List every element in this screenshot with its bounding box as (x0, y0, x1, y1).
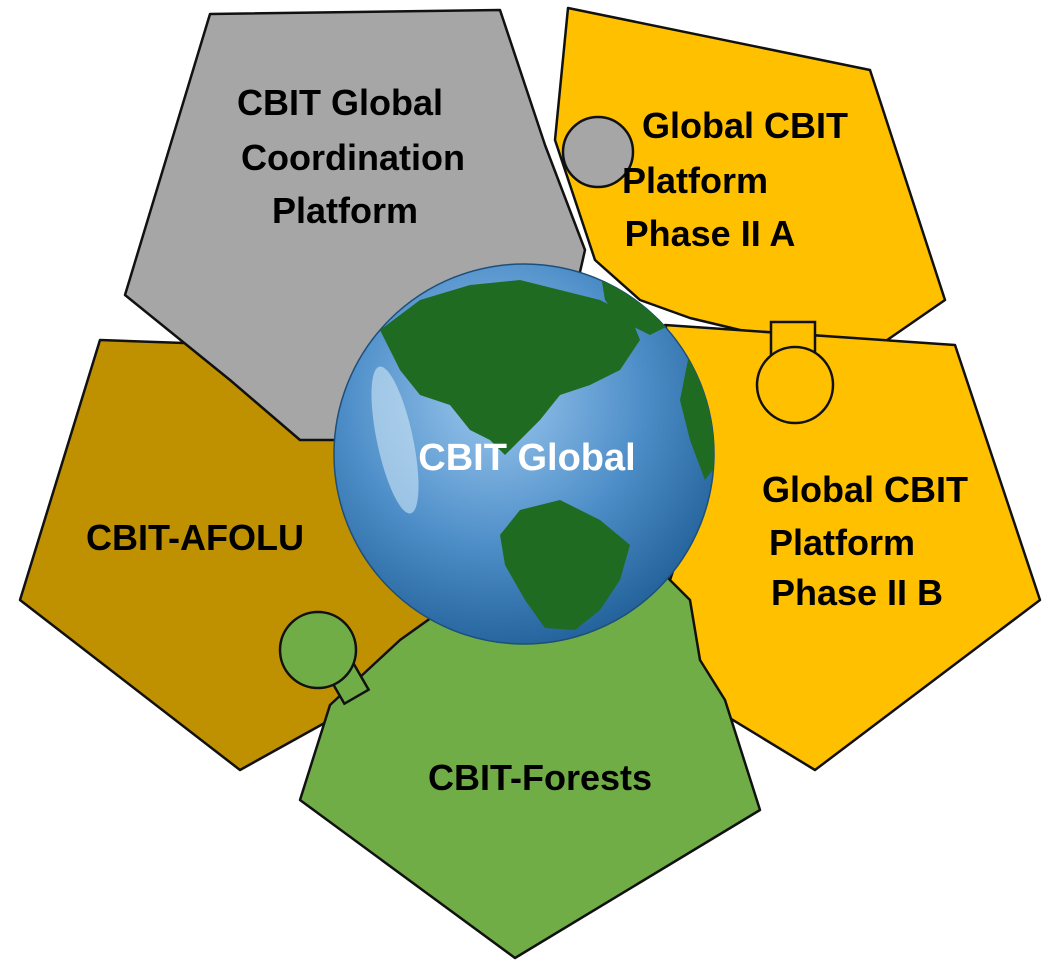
south-america-shape (500, 500, 630, 630)
piece-phase-2b-notch-knob (755, 345, 835, 425)
piece-phase-2a[interactable]: Global CBIT Platform Phase II A (553, 6, 947, 347)
north-america-shape (380, 280, 640, 455)
piece-forests[interactable]: CBIT-Forests (278, 558, 762, 960)
globe-highlight (371, 366, 419, 514)
piece-phase-2a-connector-knob (561, 115, 635, 189)
piece-phase-2a-label: Global CBIT Platform Phase II A (622, 105, 858, 254)
globe-label: CBIT Global (418, 437, 635, 479)
piece-coordination-label: CBIT Global Coordination Platform (237, 82, 475, 231)
piece-phase-2b-label: Global CBIT Platform Phase II B (762, 469, 978, 613)
piece-forests-label: CBIT-Forests (428, 757, 652, 798)
piece-forests-tab-knob (278, 610, 358, 690)
piece-phase-2a-shape (553, 6, 947, 347)
piece-afolu-label: CBIT-AFOLU (86, 517, 304, 558)
globe[interactable]: CBIT Global (333, 263, 720, 645)
